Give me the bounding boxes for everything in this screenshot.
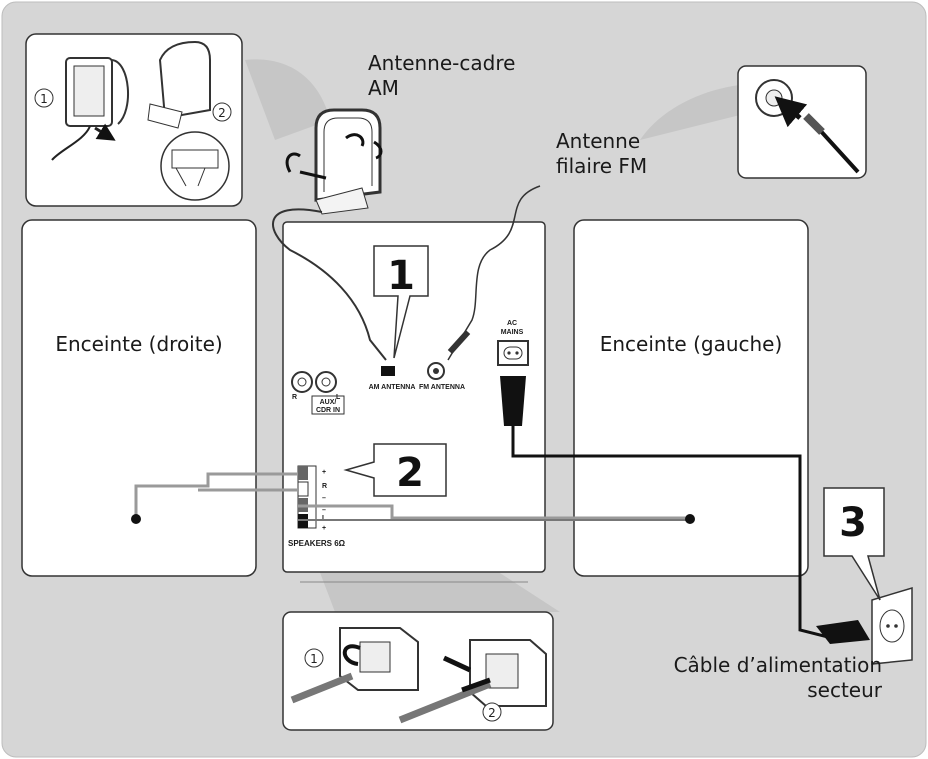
speaker-right-connector: [131, 514, 141, 524]
power-cable: [511, 426, 833, 640]
speaker-right-label: Enceinte (droite): [55, 332, 222, 356]
terminal-r: R: [322, 483, 327, 490]
inset-am-step-2: 2: [218, 106, 226, 120]
speaker-wire-left-neg: [298, 504, 690, 520]
power-cable-label-line2: secteur: [807, 678, 883, 702]
fm-antenna-label-line1: Antenne: [556, 129, 640, 153]
step-2-callout: 2: [343, 443, 447, 497]
am-antenna-label-line2: AM: [368, 76, 399, 100]
fm-antenna-plug: [447, 329, 471, 355]
fm-antenna-wire: [447, 185, 541, 361]
ac-label-line1: AC: [507, 320, 517, 327]
terminal-minus-r: –: [322, 495, 326, 502]
speaker-wire-right-pos: [134, 472, 298, 518]
am-antenna-socket: [381, 366, 395, 376]
step-2-number: 2: [396, 450, 424, 496]
terminal-l: L: [322, 515, 327, 522]
power-plug: [816, 620, 870, 644]
aux-r-label: R: [292, 394, 297, 401]
speaker-terminals: [297, 465, 317, 529]
am-loop-antenna: [285, 108, 383, 215]
am-callout-wedge: [245, 59, 330, 140]
ac-plug: [500, 376, 526, 426]
aux-label-line1: AUX/: [320, 399, 337, 406]
step-3-callout: 3: [823, 487, 885, 601]
am-antenna-label-line1: Antenne-cadre: [368, 51, 515, 75]
ac-label-line2: MAINS: [501, 329, 524, 336]
terminal-inset: 1 2: [282, 611, 554, 731]
aux-label-line2: CDR IN: [316, 407, 340, 414]
fm-antenna-label-line2: filaire FM: [556, 154, 647, 178]
inset-am-step-1: 1: [40, 92, 48, 106]
inset-terminal-step-2: 2: [488, 706, 496, 720]
step-1-callout: 1: [373, 245, 429, 359]
aux-l-label: L: [336, 394, 341, 401]
step-1-number: 1: [387, 253, 415, 299]
speakers-panel-label: SPEAKERS 6Ω: [288, 539, 346, 548]
fm-antenna-panel-label: FM ANTENNA: [419, 384, 465, 391]
terminal-minus-l: –: [322, 507, 326, 514]
terminal-plus-l: +: [322, 525, 326, 532]
speaker-left-box: [573, 219, 809, 577]
step-3-number: 3: [839, 500, 867, 546]
inset-terminal-step-1: 1: [310, 652, 318, 666]
am-assembly-inset: 1 2: [25, 33, 243, 207]
speaker-left-label: Enceinte (gauche): [600, 332, 783, 356]
am-antenna-panel-label: AM ANTENNA: [369, 384, 416, 391]
fm-plug-inset: [737, 65, 867, 179]
power-cable-label-line1: Câble d’alimentation: [674, 653, 882, 677]
terminal-plus-r: +: [322, 469, 326, 476]
plug-callout-wedge: [640, 85, 740, 140]
main-unit-back: [282, 221, 546, 573]
speaker-left-connector: [685, 514, 695, 524]
wall-socket: [871, 586, 913, 665]
am-antenna-wire: [272, 208, 387, 361]
